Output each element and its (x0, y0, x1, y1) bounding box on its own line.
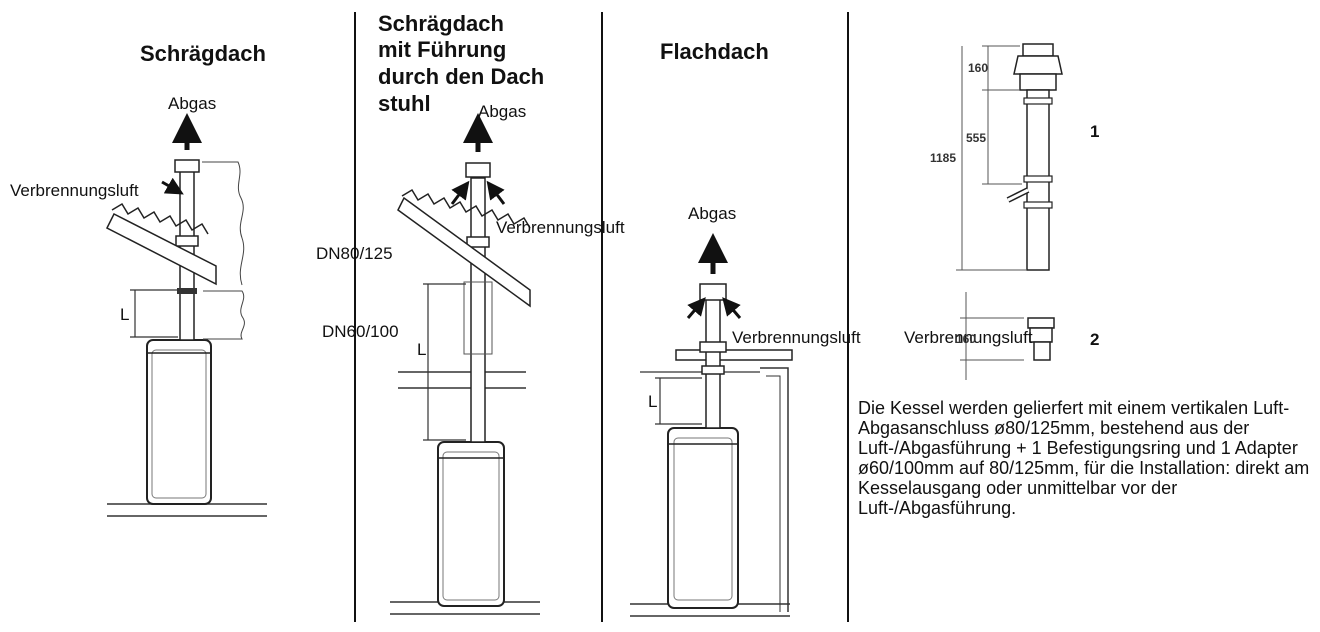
exhaust-label: Abgas (168, 94, 217, 113)
length-label: L (417, 340, 427, 359)
combustion-air-label: Verbrennungsluft (496, 218, 625, 237)
combustion-air-label: Verbrennungsluft (732, 328, 861, 347)
panel-rafters-drawing (390, 113, 540, 615)
panel-title-flat: Flachdach (660, 39, 769, 64)
kit-part-1-drawing (956, 43, 1063, 271)
callout-1: 1 (1090, 122, 1100, 141)
panel-title-rafters-line-1: Schrägdach (378, 11, 504, 36)
dim-part-2: 160 (956, 332, 977, 346)
boiler (437, 441, 505, 607)
dn-lower-label: DN60/100 (322, 322, 399, 341)
length-label: L (648, 392, 658, 411)
exhaust-label: Abgas (688, 204, 737, 223)
boiler (146, 339, 212, 505)
length-label: L (120, 305, 130, 324)
panel-pitched-drawing (105, 113, 267, 517)
callout-2: 2 (1090, 330, 1100, 349)
dn-upper-label: DN80/125 (316, 244, 393, 263)
combustion-air-label: Verbrennungsluft (10, 181, 139, 200)
panel-title-rafters-line-4: stuhl (378, 91, 431, 116)
boiler (667, 427, 739, 609)
dim-top: 160 (968, 61, 989, 75)
combustion-air-label: Verbrennungsluft (904, 328, 1033, 347)
flue-pipe (705, 297, 721, 429)
panel-title-pitched: Schrägdach (140, 41, 266, 66)
kit-description: Die Kessel werden gelierfert mit einem v… (858, 398, 1310, 518)
kit-part-2-drawing (960, 292, 1055, 380)
flue-pipe (470, 177, 486, 443)
exhaust-label: Abgas (478, 102, 527, 121)
dim-total: 1185 (930, 151, 957, 165)
dim-mid: 555 (966, 131, 987, 145)
panel-title-rafters-line-3: durch den Dach (378, 64, 545, 89)
panel-flat-drawing (630, 233, 793, 617)
panel-title-rafters-line-2: mit Führung (378, 37, 507, 62)
